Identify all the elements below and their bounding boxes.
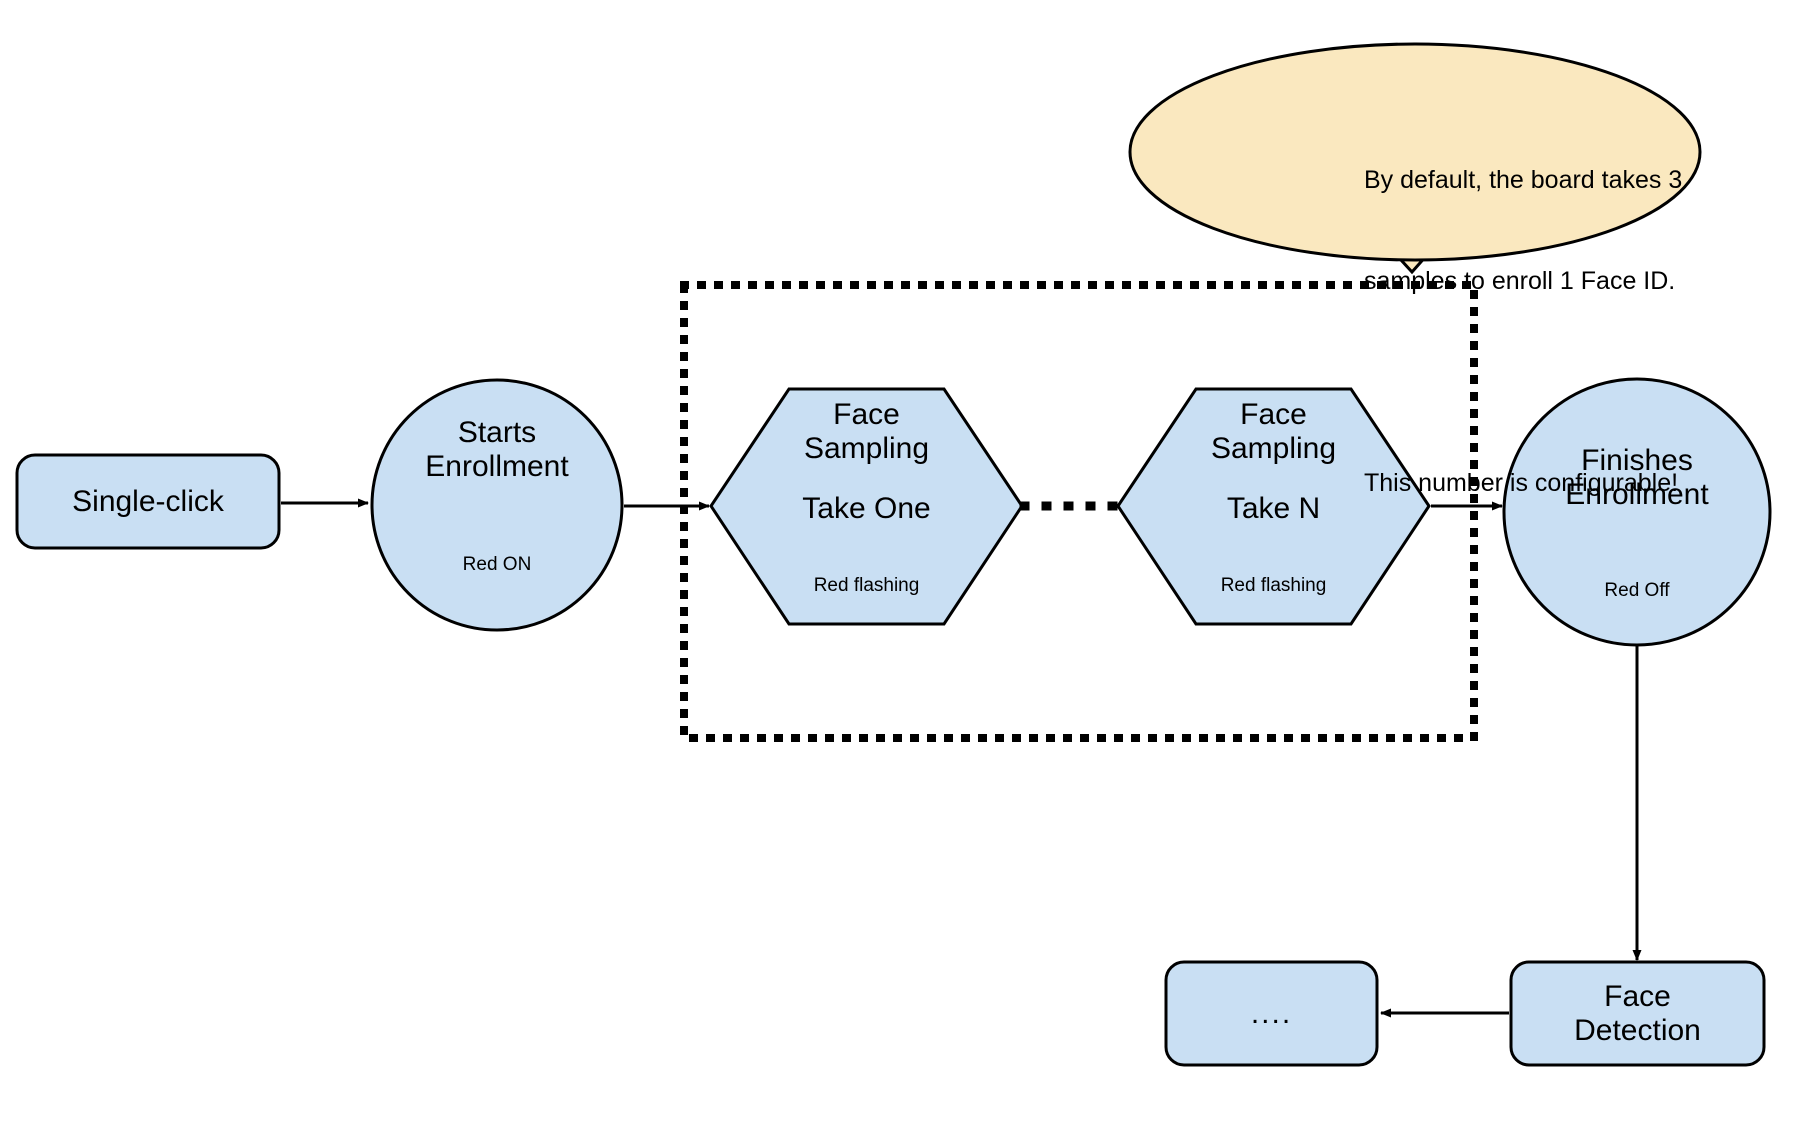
- callout-line-spacer: [1364, 366, 1784, 400]
- single-click-node[interactable]: [15, 453, 281, 550]
- callout-line-1: By default, the board takes 3: [1364, 165, 1683, 194]
- face-sampling-one-node[interactable]: [709, 387, 1024, 626]
- face-detection-node[interactable]: [1509, 960, 1766, 1067]
- callout-line-2: samples to enroll 1 Face ID.: [1364, 266, 1676, 295]
- starts-enrollment-node[interactable]: [370, 378, 624, 632]
- face-sampling-n-node[interactable]: [1116, 387, 1431, 626]
- callout-line-3: This number is configurable!: [1364, 469, 1679, 498]
- callout-bubble: [1128, 42, 1702, 262]
- callout-text-block: By default, the board takes 3 samples to…: [1364, 96, 1784, 569]
- sampling-loop-group-box: [680, 281, 1478, 742]
- more-steps-node[interactable]: [1164, 960, 1379, 1067]
